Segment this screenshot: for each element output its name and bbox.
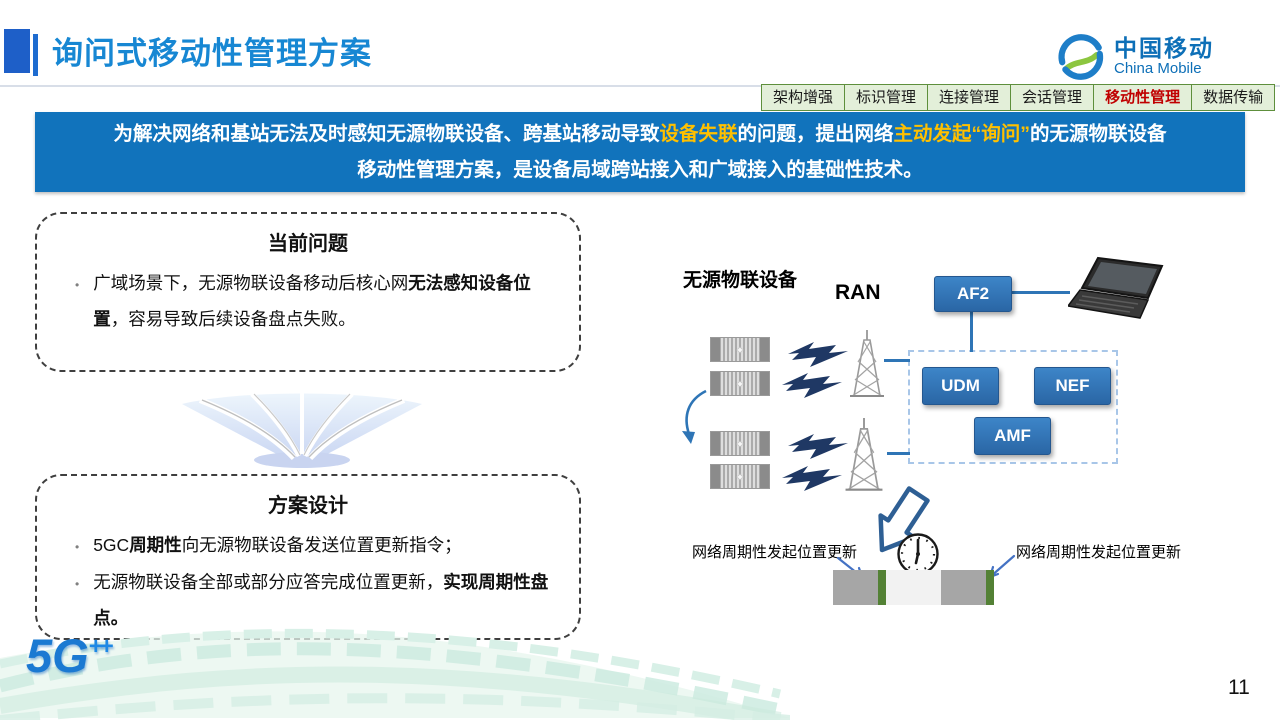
bullet-text-bold: 实现周期性盘点。 <box>93 571 549 628</box>
problem-bullet: 广域场景下，无源物联设备移动后核心网无法感知设备位置，容易导致后续设备盘点失败。 <box>75 266 553 338</box>
note-left: 网络周期性发起位置更新 <box>692 544 858 561</box>
bullet-text: ，容易导致后续设备盘点失败。 <box>110 308 356 329</box>
bullet-text-bold: 无法感知设备位置 <box>93 273 531 329</box>
tab-session[interactable]: 会话管理 <box>1010 84 1095 111</box>
connector-af2-laptop <box>1012 291 1070 294</box>
page-title: 询问式移动性管理方案 <box>52 36 372 71</box>
tag-antenna-icon <box>735 341 744 359</box>
china-mobile-logo-icon <box>1058 34 1104 80</box>
title-accent-bar <box>4 29 30 73</box>
node-nef: NEF <box>1034 367 1111 405</box>
banner-line-2: 移动性管理方案，是设备局域跨站接入和广域接入的基础性技术。 <box>357 159 923 181</box>
inventory-timeline <box>833 570 994 605</box>
banner-highlight: 主动发起“询问” <box>893 122 1031 145</box>
rfid-tag-icon <box>710 431 770 456</box>
summary-banner: 为解决网络和基站无法及时感知无源物联设备、跨基站移动导致设备失联的问题，提出网络… <box>35 112 1245 192</box>
tab-architecture[interactable]: 架构增强 <box>761 84 846 111</box>
bullet-text: 无源物联设备全部或部分应答完成位置更新， <box>93 571 444 592</box>
banner-text: 的无源物联设备 <box>1030 122 1167 145</box>
bullet-dot <box>75 266 79 338</box>
tag-antenna-icon <box>735 375 744 393</box>
passive-iot-device-label: 无源物联设备 <box>683 270 798 291</box>
fiveg-logo: 5G++ <box>26 628 114 683</box>
base-station-tower-icon <box>850 330 884 397</box>
node-udm: UDM <box>922 367 999 405</box>
rfid-tag-icon <box>710 464 770 489</box>
converge-graphic <box>182 390 422 468</box>
header-divider <box>0 85 1280 87</box>
lightning-icon <box>782 373 842 398</box>
timeline-segment-light <box>886 570 941 605</box>
ran-label: RAN <box>835 281 881 304</box>
timeline-segment-green <box>878 570 886 605</box>
wave-decoration <box>0 628 790 720</box>
design-bullet-2: 无源物联设备全部或部分应答完成位置更新，实现周期性盘点。 <box>75 565 553 637</box>
page-number: 11 <box>1228 676 1250 699</box>
tag-antenna-icon <box>735 435 744 453</box>
connector-tower2-core <box>887 452 910 455</box>
design-box-title: 方案设计 <box>268 495 348 517</box>
timeline-segment-green <box>986 570 994 605</box>
lightning-icon <box>788 434 848 459</box>
timeline-segment-gray <box>833 570 878 605</box>
tab-identity[interactable]: 标识管理 <box>844 84 929 111</box>
lightning-icon <box>782 466 842 491</box>
connector-af2-core <box>970 311 973 352</box>
rfid-tag-icon <box>710 337 770 362</box>
lightning-icon <box>788 342 848 367</box>
title-accent-line <box>33 34 38 76</box>
banner-text: 为解决网络和基站无法及时感知无源物联设备、跨基站移动导致 <box>113 122 660 145</box>
banner-text: 的问题，提出网络 <box>737 122 894 145</box>
logo-text-cn: 中国移动 <box>1114 35 1214 62</box>
bullet-text-bold: 周期性 <box>129 535 182 555</box>
note-right: 网络周期性发起位置更新 <box>1016 544 1182 561</box>
fiveg-logo-text: 5G <box>26 629 89 682</box>
fiveg-logo-plus: ++ <box>88 633 114 660</box>
china-mobile-logo: 中国移动 China Mobile <box>1056 32 1214 82</box>
design-box: 方案设计 5GC周期性向无源物联设备发送位置更新指令； 无源物联设备全部或部分应… <box>35 474 581 640</box>
node-amf: AMF <box>974 417 1051 455</box>
bullet-text: 向无源物联设备发送位置更新指令； <box>181 535 462 555</box>
section-tabs: 架构增强 标识管理 连接管理 会话管理 移动性管理 数据传输 <box>761 84 1276 111</box>
timeline-segment-gray <box>941 570 986 605</box>
problem-box-title: 当前问题 <box>268 233 348 255</box>
logo-text-en: China Mobile <box>1114 60 1202 78</box>
node-af2: AF2 <box>934 276 1012 312</box>
movement-arrow-icon <box>682 389 707 444</box>
laptop-icon <box>1068 256 1164 319</box>
tab-data-transfer[interactable]: 数据传输 <box>1191 84 1276 111</box>
banner-highlight: 设备失联 <box>659 122 738 145</box>
design-bullet-1: 5GC周期性向无源物联设备发送位置更新指令； <box>75 528 553 565</box>
bullet-text: 5GC <box>93 535 130 555</box>
tab-mobility[interactable]: 移动性管理 <box>1093 84 1193 111</box>
banner-line-1: 为解决网络和基站无法及时感知无源物联设备、跨基站移动导致设备失联的问题，提出网络… <box>113 116 1166 152</box>
problem-box: 当前问题 广域场景下，无源物联设备移动后核心网无法感知设备位置，容易导致后续设备… <box>35 212 581 372</box>
connector-tower1-core <box>884 359 910 362</box>
tab-connection[interactable]: 连接管理 <box>927 84 1012 111</box>
bullet-text: 广域场景下，无源物联设备移动后核心网 <box>93 273 409 293</box>
rfid-tag-icon <box>710 371 770 396</box>
base-station-tower-icon <box>845 418 883 491</box>
tag-antenna-icon <box>735 468 744 486</box>
bullet-dot <box>75 528 79 565</box>
